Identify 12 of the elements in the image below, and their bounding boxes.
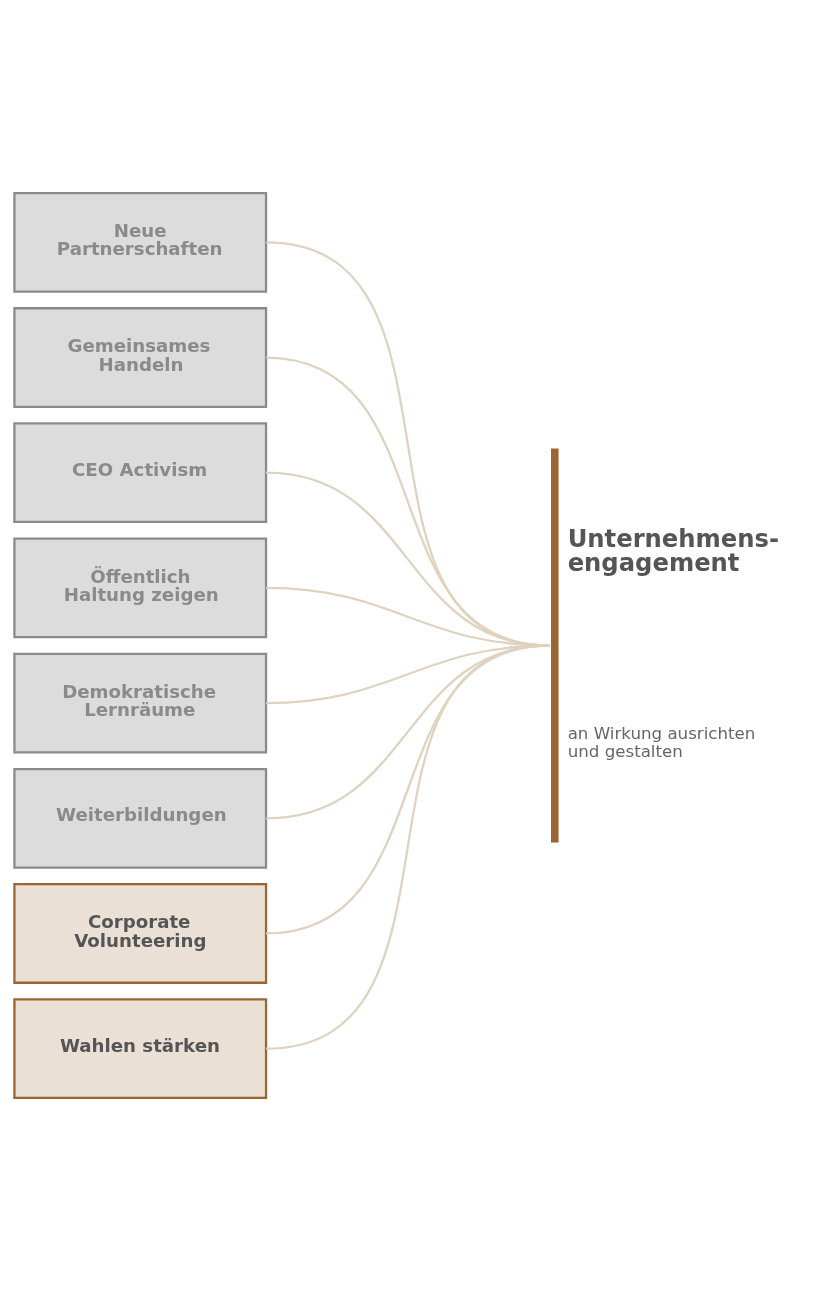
node-box: Corporate Volunteering xyxy=(13,882,268,984)
node-box xyxy=(551,447,559,843)
node-box: Demokratische Lernräume xyxy=(13,652,268,753)
node-box: Gemeinsames Handeln xyxy=(13,306,268,408)
node-label: an Wirkung ausrichten und gestalten xyxy=(567,723,756,761)
node-box: CEO Activism xyxy=(13,421,268,523)
node-box: Neue Partnerschaften xyxy=(13,191,268,293)
node-label: Unternehmens- engagement xyxy=(567,523,780,577)
node-box: Weiterbildungen xyxy=(13,767,268,869)
node-box: Wahlen stärken xyxy=(13,997,268,1099)
connector xyxy=(265,643,550,1050)
node-box: Öffentlich Haltung zeigen xyxy=(13,537,268,638)
